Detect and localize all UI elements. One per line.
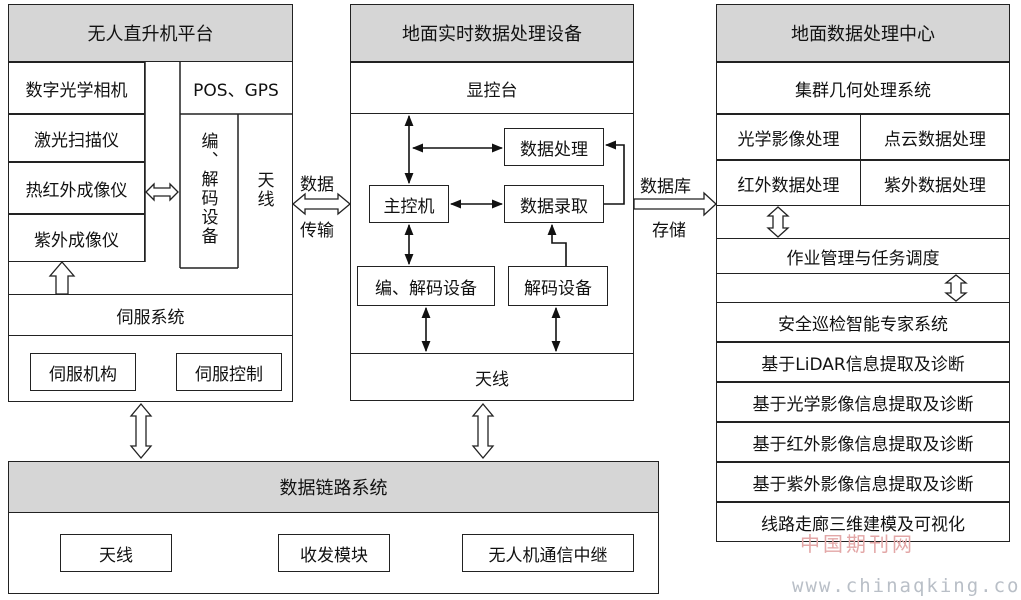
decoder: 解码设备: [508, 266, 608, 306]
pos-gps-label: POS、GPS: [180, 66, 292, 110]
corridor-3d-module: 线路走廊三维建模及可视化: [716, 502, 1010, 542]
hollow-arrow-ground-datalink: [471, 402, 495, 460]
ground-codec: 编、解码设备: [357, 266, 495, 306]
hollow-arrow-servo-sensors: [48, 261, 76, 295]
platform-codec: 编、解码设备: [186, 114, 230, 264]
ground-antenna: 天线: [350, 353, 634, 401]
datalink-title: 数据链路系统: [8, 461, 659, 513]
platform-antenna: 天线: [244, 160, 284, 220]
servo-mechanism: 伺服机构: [30, 353, 136, 391]
host-computer: 主控机: [369, 185, 449, 223]
data-recording: 数据录取: [504, 185, 604, 223]
sensor-laser-scanner: 激光扫描仪: [8, 114, 145, 162]
database-storage-label-2: 存储: [652, 221, 686, 241]
center-title: 地面数据处理中心: [716, 4, 1010, 62]
uv-module: 基于紫外影像信息提取及诊断: [716, 462, 1010, 502]
database-storage-label-1: 数据库: [640, 177, 691, 197]
hollow-arrow-database: [633, 191, 717, 217]
hollow-arrow-data-transfer: [291, 192, 352, 216]
hollow-arrow-sensors-codec: [145, 182, 179, 202]
watermark-url: www.chinaqking.com: [792, 575, 1021, 597]
data-transfer-label-2: 传输: [300, 221, 334, 241]
lidar-module: 基于LiDAR信息提取及诊断: [716, 342, 1010, 382]
watermark-cn: 中国期刊网: [800, 532, 915, 556]
sensor-uv-imager: 紫外成像仪: [8, 214, 145, 262]
hollow-arrow-grid-job: [766, 206, 790, 238]
transceiver-module: 收发模块: [278, 534, 390, 572]
servo-system: 伺服系统: [8, 294, 293, 336]
hollow-arrow-job-expert: [944, 274, 968, 302]
platform-title: 无人直升机平台: [8, 4, 293, 62]
point-cloud-processing: 点云数据处理: [860, 114, 1010, 160]
cluster-processing: 集群几何处理系统: [716, 62, 1010, 114]
datalink-antenna: 天线: [60, 534, 172, 572]
data-processing: 数据处理: [504, 128, 604, 166]
sensor-thermal-imager: 热红外成像仪: [8, 162, 145, 214]
uav-relay: 无人机通信中继: [462, 534, 634, 572]
data-transfer-label-1: 数据: [300, 175, 334, 195]
job-management: 作业管理与任务调度: [716, 238, 1010, 274]
optical-module: 基于光学影像信息提取及诊断: [716, 382, 1010, 422]
ground-realtime-title: 地面实时数据处理设备: [350, 4, 634, 62]
infrared-module: 基于红外影像信息提取及诊断: [716, 422, 1010, 462]
console: 显控台: [350, 62, 634, 114]
hollow-arrow-platform-datalink: [129, 402, 153, 460]
servo-control: 伺服控制: [176, 353, 282, 391]
expert-system: 安全巡检智能专家系统: [716, 302, 1010, 342]
arrow-recording-processing: [604, 140, 625, 205]
uv-data-processing: 紫外数据处理: [860, 160, 1010, 206]
arrow-decoder-recording: [547, 223, 567, 266]
infrared-data-processing: 红外数据处理: [716, 160, 861, 206]
